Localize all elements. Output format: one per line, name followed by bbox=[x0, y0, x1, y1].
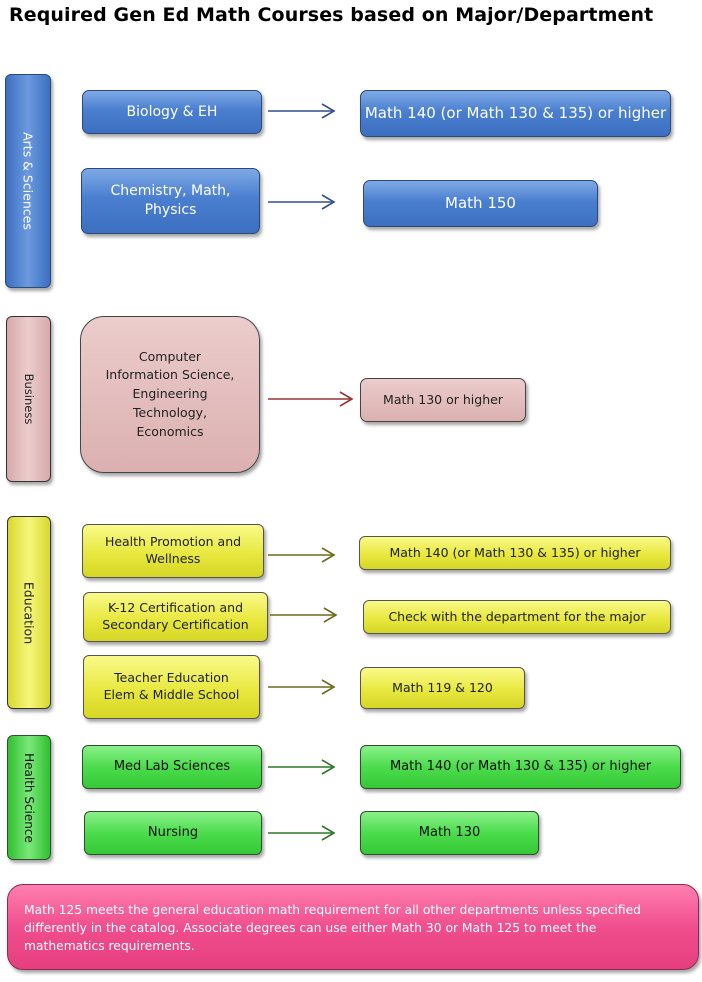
requirement-nursing: Math 130 bbox=[360, 811, 539, 855]
major-health-promotion-wellness: Health Promotion and Wellness bbox=[82, 524, 264, 578]
requirement-biology-eh: Math 140 (or Math 130 & 135) or higher bbox=[360, 90, 671, 137]
requirement-chemistry-math-physics: Math 150 bbox=[363, 180, 598, 227]
major-biology-eh: Biology & EH bbox=[82, 90, 262, 134]
arrow-right-icon bbox=[268, 679, 336, 695]
arrow-right-icon bbox=[268, 194, 336, 210]
arrow-right-icon bbox=[268, 103, 336, 119]
section-label-text: Business bbox=[21, 373, 36, 425]
requirement-health-promotion: Math 140 (or Math 130 & 135) or higher bbox=[359, 536, 671, 570]
major-nursing: Nursing bbox=[84, 811, 262, 855]
requirement-k12-secondary: Check with the department for the major bbox=[363, 600, 671, 634]
section-label-text: Arts & Sciences bbox=[20, 132, 36, 230]
requirement-teacher-education: Math 119 & 120 bbox=[360, 667, 525, 709]
major-teacher-education: Teacher Education Elem & Middle School bbox=[83, 655, 260, 719]
general-note: Math 125 meets the general education mat… bbox=[7, 884, 699, 970]
section-label-health-science: Health Science bbox=[7, 735, 51, 860]
section-label-arts-sciences: Arts & Sciences bbox=[5, 74, 51, 288]
requirement-business: Math 130 or higher bbox=[360, 378, 526, 422]
arrow-right-icon bbox=[268, 825, 336, 841]
section-label-text: Education bbox=[21, 581, 37, 644]
section-label-business: Business bbox=[6, 316, 51, 482]
major-chemistry-math-physics: Chemistry, Math, Physics bbox=[81, 168, 260, 234]
major-computer-information-science: Computer Information Science, Engineerin… bbox=[80, 316, 260, 473]
requirement-med-lab-sciences: Math 140 (or Math 130 & 135) or higher bbox=[360, 745, 681, 789]
arrow-right-icon bbox=[268, 391, 354, 407]
section-label-education: Education bbox=[7, 516, 51, 709]
arrow-right-icon bbox=[270, 607, 338, 623]
arrow-right-icon bbox=[268, 759, 336, 775]
general-note-text: Math 125 meets the general education mat… bbox=[24, 903, 641, 953]
section-label-text: Health Science bbox=[22, 752, 36, 843]
page-title: Required Gen Ed Math Courses based on Ma… bbox=[9, 4, 654, 26]
major-k12-secondary-certification: K-12 Certification and Secondary Certifi… bbox=[83, 592, 268, 642]
arrow-right-icon bbox=[268, 547, 336, 563]
major-med-lab-sciences: Med Lab Sciences bbox=[82, 745, 262, 789]
